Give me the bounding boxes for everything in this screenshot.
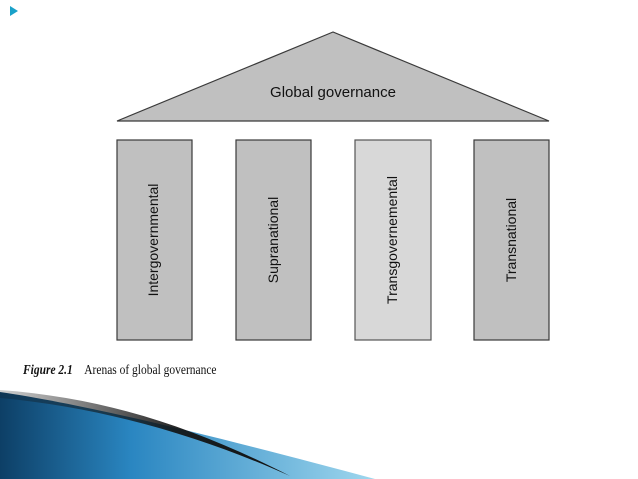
figure-number: Figure 2.1 xyxy=(23,363,73,378)
pillar-supranational: Supranational xyxy=(235,139,312,341)
roof-shape xyxy=(116,31,550,122)
pillar-transnational: Transnational xyxy=(473,139,550,341)
figure-title: Arenas of global governance xyxy=(84,363,217,378)
pillar-label: Intergovernmental xyxy=(145,184,161,297)
figure-caption: Figure 2.1 Arenas of global governance xyxy=(23,363,217,379)
pillar-label: Transnational xyxy=(503,198,519,282)
roof-label: Global governance xyxy=(270,84,396,101)
pillar-box xyxy=(235,139,312,341)
pillar-transgovernemental: Transgovernemental xyxy=(354,139,432,341)
pillar-box xyxy=(116,139,193,341)
play-triangle-icon[interactable] xyxy=(10,6,18,16)
pillar-box xyxy=(473,139,550,341)
swoosh-dark-stroke xyxy=(0,390,290,476)
pillar-label: Supranational xyxy=(265,197,281,283)
pillar-box xyxy=(354,139,432,341)
pillar-intergovernmental: Intergovernmental xyxy=(116,139,193,341)
pillar-label: Transgovernemental xyxy=(384,176,400,304)
